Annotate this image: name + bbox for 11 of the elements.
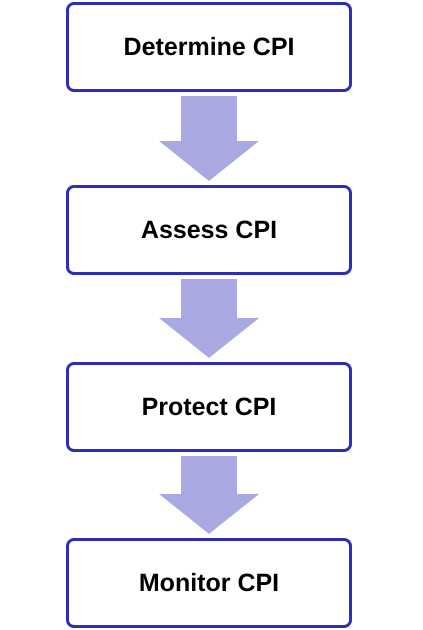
step-label: Protect CPI [142,392,276,422]
process-box [66,185,352,275]
block-arrow [159,96,259,181]
block-arrow [159,456,259,534]
step-label: Determine CPI [124,32,294,62]
block-arrow [159,279,259,358]
process-box [66,538,352,628]
step-label: Assess CPI [140,216,278,244]
process-box [66,362,352,452]
process-box [66,2,352,92]
step-label: Monitor CPI [138,568,280,598]
